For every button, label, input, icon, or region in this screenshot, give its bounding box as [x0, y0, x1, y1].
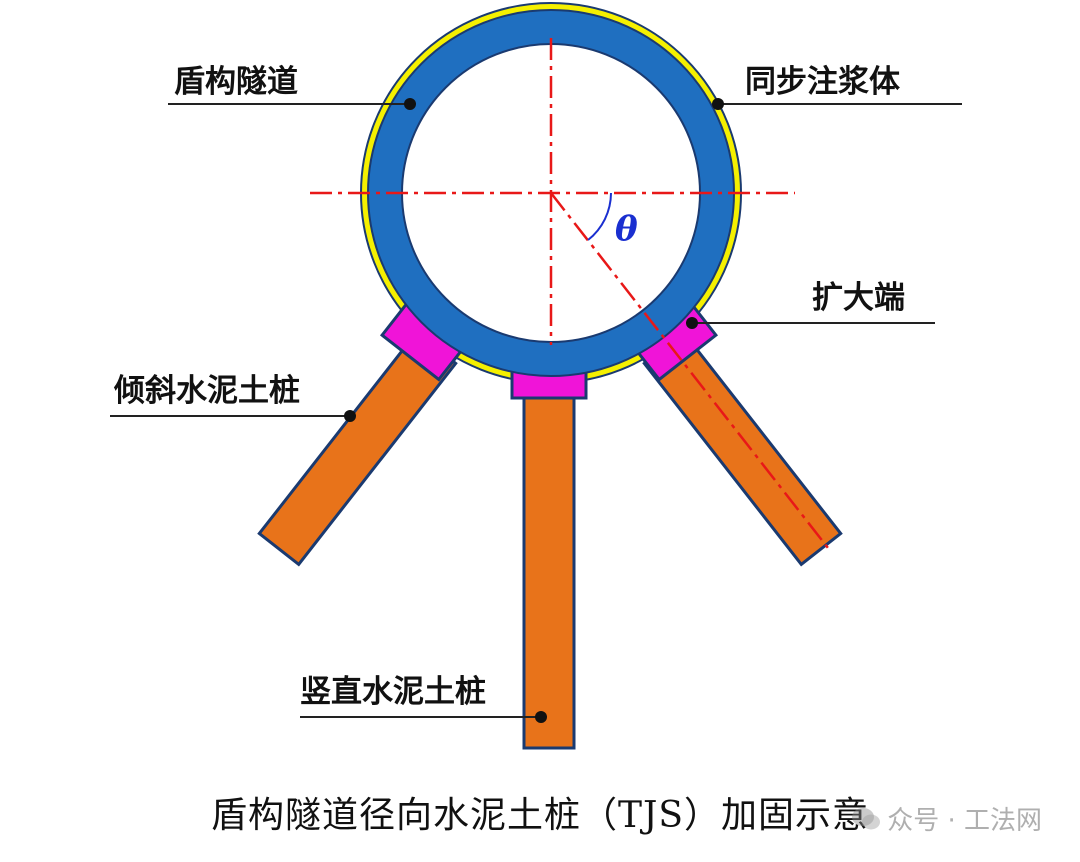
label-inclined-pile: 倾斜水泥土桩 [113, 373, 300, 409]
shield-tunnel-ring [368, 10, 734, 376]
label-vertical-pile: 竖直水泥土桩 [300, 674, 486, 710]
label-shield-tunnel: 盾构隧道 [174, 64, 298, 100]
angle-arc [587, 192, 612, 241]
leader-dots [344, 98, 724, 723]
center-lines [310, 38, 829, 549]
vertical-pile [522, 390, 576, 750]
label-enlarged-end: 扩大端 [812, 280, 905, 316]
watermark-text: 众号 · 工法网 [887, 806, 1042, 836]
wechat-icon [851, 806, 881, 832]
label-synchronous-grouting: 同步注浆体 [745, 64, 900, 100]
leader-lines [110, 103, 962, 718]
angle-theta-label: θ [615, 209, 638, 249]
figure-caption: 盾构隧道径向水泥土桩（TJS）加固示意 [210, 795, 870, 836]
watermark: 众号 · 工法网 [851, 800, 1042, 837]
